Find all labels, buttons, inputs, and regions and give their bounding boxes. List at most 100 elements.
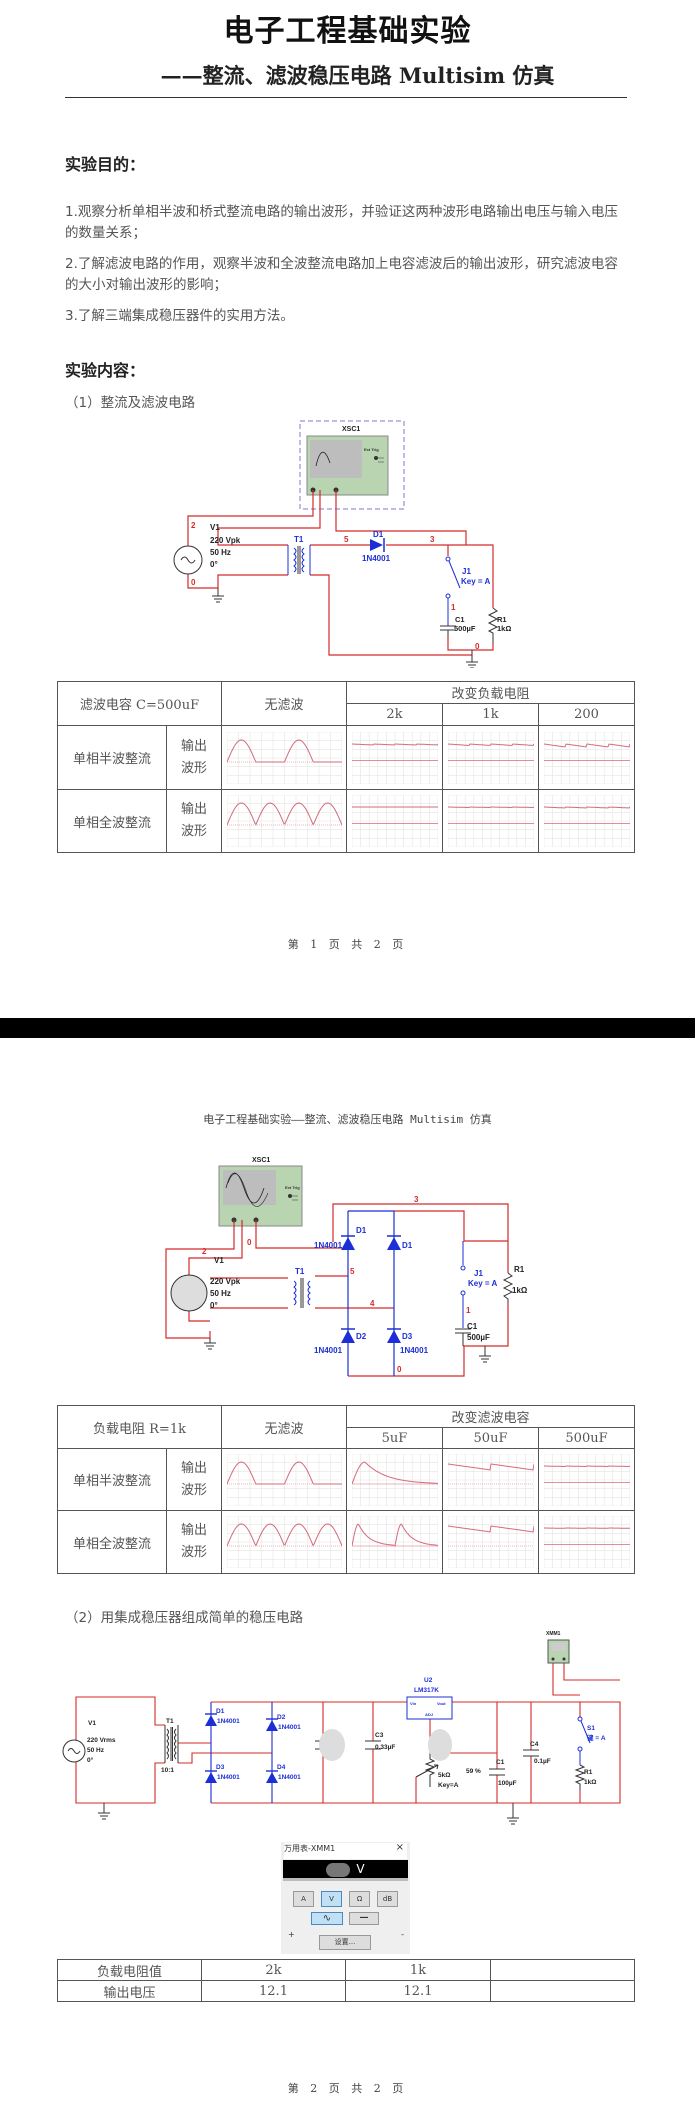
document-title: 电子工程基础实验 (223, 14, 472, 49)
d1-label: D1 (373, 530, 384, 539)
table-row: 单相半波整流 输出波形 (57, 1448, 636, 1511)
mode-ammeter-button[interactable]: A (293, 1891, 314, 1907)
scope-dashed-frame (299, 420, 405, 510)
j1-label: J1 (462, 567, 471, 576)
t1-label: T1 (294, 535, 304, 544)
settings-button[interactable]: 设置... (319, 1935, 371, 1950)
purpose-heading: 实验目的： (65, 155, 146, 174)
mode-voltmeter-button[interactable]: V (321, 1891, 342, 1907)
waveform-plot (543, 731, 630, 784)
oscilloscope-icon (306, 435, 389, 496)
r1-value: 1kΩ (497, 624, 511, 633)
d2-model: 1N4001 (278, 1724, 301, 1731)
minus-terminal-label: - (401, 1930, 404, 1939)
waveform-trace (226, 1523, 342, 1547)
node-label: 0 (191, 578, 196, 587)
waveform-trace (447, 742, 534, 746)
row-label: 单相全波整流 (57, 789, 167, 853)
table-cell (490, 1980, 635, 2002)
waveform-cell (442, 725, 539, 790)
pot-key: Key=A (438, 1782, 459, 1789)
diode-icon (205, 1770, 217, 1783)
node-label: 3 (414, 1195, 419, 1204)
waveform-plot (351, 1453, 438, 1506)
u2-model: LM317K (414, 1687, 439, 1694)
multimeter-display: V (283, 1860, 408, 1881)
dc-mode-button[interactable]: — (349, 1912, 379, 1925)
node-label: 4 (370, 1299, 375, 1308)
pot-value: 5kΩ (438, 1772, 450, 1779)
waveform-plot (447, 731, 534, 784)
switch-icon (460, 1241, 466, 1328)
node-label: 0 (247, 1238, 252, 1247)
waveform-trace (351, 1523, 438, 1547)
close-icon[interactable]: × (395, 1842, 404, 1853)
plus-terminal-label: + (288, 1930, 295, 1939)
table-header: 1k (345, 1959, 491, 1981)
waveform-cell (537, 725, 636, 790)
mode-ohmmeter-button[interactable]: Ω (349, 1891, 370, 1907)
table-cell: 12.1 (345, 1980, 491, 2002)
switch-icon (445, 556, 461, 626)
wires (187, 490, 494, 656)
ground-icon (479, 1346, 491, 1363)
vout-pin: Vout (437, 1701, 446, 1706)
d1-model: 1N4001 (217, 1718, 240, 1725)
capacitor-icon (455, 1328, 471, 1346)
wires (165, 1203, 509, 1377)
c1-value: 500µF (467, 1333, 490, 1342)
waveform-trace (543, 1465, 630, 1467)
waveform-trace (447, 806, 534, 808)
ac-source-icon (173, 545, 203, 575)
v1-label: V1 (88, 1720, 96, 1727)
blurred-region (428, 1729, 452, 1761)
node-label: 0 (397, 1365, 402, 1374)
v1-frequency: 50 Hz (210, 548, 231, 557)
table-row: 单相全波整流 输出波形 (57, 1510, 636, 1574)
j1-key: Key = A (461, 577, 490, 586)
ground-icon (212, 588, 224, 603)
waveform-plot (447, 795, 534, 847)
ac-source-icon (62, 1739, 86, 1763)
table-header: 负载电阻值 (57, 1959, 202, 1981)
v1-phase: 0° (210, 1301, 218, 1310)
page-separator (0, 1018, 695, 1038)
waveform-trace (447, 1462, 534, 1470)
c1-label: C1 (455, 615, 465, 624)
node-label: 1 (451, 603, 456, 612)
mode-db-button[interactable]: dB (377, 1891, 398, 1907)
scope-label: XSC1 (342, 426, 360, 433)
j1-key: Key = A (468, 1279, 497, 1288)
ac-mode-button[interactable]: ∿ (311, 1912, 343, 1925)
r1-label: R1 (514, 1265, 525, 1274)
blurred-region (319, 1729, 345, 1761)
pot-percent: 59 % (466, 1768, 481, 1775)
table-corner-header: 负载电阻 R=1k (57, 1405, 222, 1449)
half-wave-rectifier-schematic: XSC1 Ext Trig V1 220 Vpk 50 Hz 0° T1 D1 (173, 420, 511, 668)
no-filter-header: 无滤波 (221, 1405, 347, 1449)
waveform-plot (351, 731, 438, 784)
waveform-cell (221, 1448, 347, 1511)
potentiometer-icon (415, 1753, 439, 1787)
filter-capacitor-waveform-table: 负载电阻 R=1k 无滤波 改变滤波电容 5uF 50uF 500uF 单相半波… (57, 1405, 636, 1574)
switch-icon (577, 1716, 591, 1765)
row-sublabel: 输出波形 (166, 1448, 222, 1511)
ext-trig-label: Ext Trig (285, 1185, 300, 1190)
table-row: 单相全波整流 输出波形 (57, 789, 636, 853)
d3-model: 1N4001 (400, 1346, 429, 1355)
section-1-heading: （1）整流及滤波电路 (65, 395, 196, 411)
no-filter-header: 无滤波 (221, 681, 347, 726)
node-label: 5 (350, 1267, 355, 1276)
c4-value: 0.1µF (534, 1758, 551, 1765)
waveform-plot (351, 1516, 438, 1568)
r1-value: 1kΩ (512, 1286, 528, 1295)
ext-trig-label: Ext Trig (364, 447, 379, 452)
table-header: 2k (201, 1959, 346, 1981)
load-header: 200 (537, 703, 636, 726)
capacitance-header: 50uF (442, 1427, 539, 1449)
v1-frequency: 50 Hz (87, 1747, 105, 1754)
d1b-label: D1 (402, 1241, 413, 1250)
waveform-trace (351, 1461, 438, 1484)
row-sublabel: 输出波形 (166, 789, 222, 853)
content-heading: 实验内容： (65, 361, 146, 380)
